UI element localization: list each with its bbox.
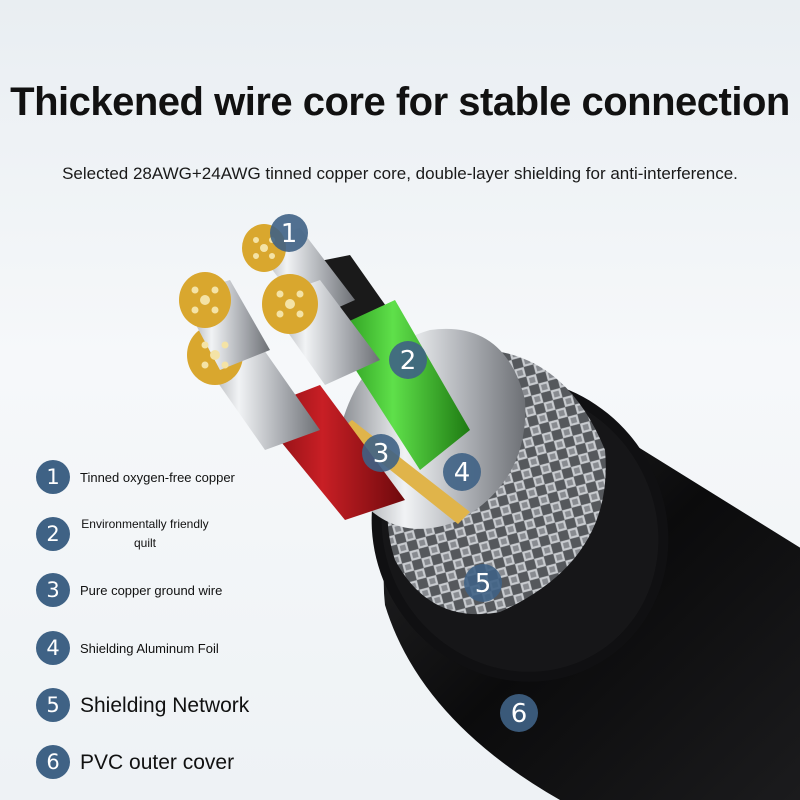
svg-text:2: 2 [400,346,417,376]
svg-text:4: 4 [454,458,471,488]
callout-2: 2 [389,341,427,379]
svg-text:5: 5 [475,569,492,599]
legend-label-1: Tinned oxygen-free copper [80,469,235,485]
legend-label-2: Environmentally friendly quilt [81,517,209,550]
legend-item-3: 3 Pure copper ground wire [36,573,222,607]
svg-text:1: 1 [281,219,298,249]
legend-number-6: 6 [36,745,70,779]
legend-number-5: 5 [36,688,70,722]
callout-6: 6 [500,694,538,732]
legend-item-5: 5 Shielding Network [36,688,249,722]
legend-item-2: 2 Environmentally friendly quilt [36,515,210,553]
callout-4: 4 [443,453,481,491]
copper-strands [191,237,304,369]
legend-number-2: 2 [36,517,70,551]
legend-label-5: Shielding Network [80,693,250,717]
legend-item-4: 4 Shielding Aluminum Foil [36,631,219,665]
svg-text:6: 6 [511,699,528,729]
subheadline: Selected 28AWG+24AWG tinned copper core,… [62,164,738,183]
legend-label-4: Shielding Aluminum Foil [80,640,219,656]
callout-5: 5 [464,564,502,602]
legend-item-6: 6 PVC outer cover [36,745,234,779]
callout-3: 3 [362,434,400,472]
svg-text:3: 3 [373,439,390,469]
legend-label-6: PVC outer cover [80,750,235,774]
legend-item-1: 1 Tinned oxygen-free copper [36,460,235,494]
legend-number-4: 4 [36,631,70,665]
callout-1: 1 [270,214,308,252]
legend-number-3: 3 [36,573,70,607]
legend-number-1: 1 [36,460,70,494]
headline: Thickened wire core for stable connectio… [10,80,790,124]
legend-label-3: Pure copper ground wire [80,582,223,598]
